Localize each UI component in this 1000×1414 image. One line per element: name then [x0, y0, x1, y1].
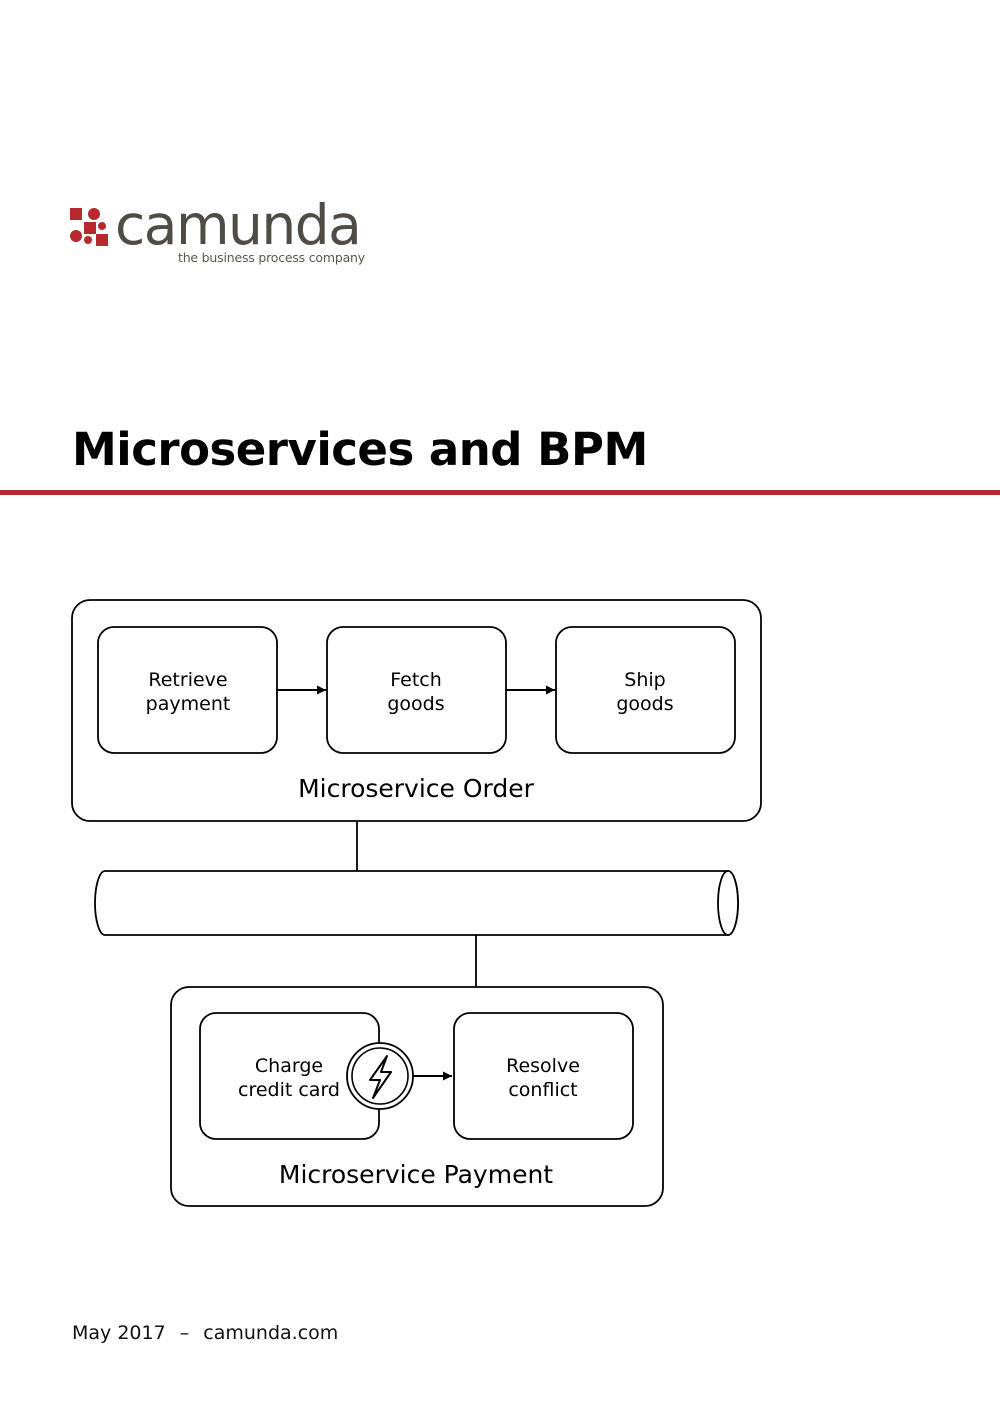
- task-charge-credit-card: Charge credit card: [199, 1012, 380, 1140]
- camunda-logo: camunda the business process company: [70, 193, 370, 270]
- payment-service-container: [170, 986, 664, 1207]
- task-label-line1: Resolve: [506, 1055, 580, 1077]
- task-label-line1: Ship: [624, 669, 665, 691]
- footer-site-link[interactable]: camunda.com: [203, 1322, 339, 1344]
- footer: May 2017 – camunda.com: [72, 1322, 338, 1344]
- task-label-line2: credit card: [238, 1079, 340, 1101]
- task-label-line2: goods: [616, 693, 673, 715]
- task-retrieve-payment: Retrieve payment: [97, 626, 278, 754]
- task-label-line2: goods: [387, 693, 444, 715]
- task-label-line1: Charge: [255, 1055, 323, 1077]
- task-label-line2: payment: [146, 693, 231, 715]
- task-label-line1: Retrieve: [148, 669, 227, 691]
- footer-separator: –: [179, 1322, 190, 1344]
- task-label-line2: conflict: [508, 1079, 577, 1101]
- task-fetch-goods: Fetch goods: [326, 626, 507, 754]
- task-ship-goods: Ship goods: [555, 626, 736, 754]
- document-title: Microservices and BPM: [72, 423, 648, 476]
- task-resolve-conflict: Resolve conflict: [453, 1012, 634, 1140]
- logo-wordmark: camunda: [115, 193, 362, 257]
- footer-date: May 2017: [72, 1322, 166, 1344]
- pipe-cylinder-icon: [94, 870, 739, 936]
- order-service-container: [71, 599, 762, 822]
- logo-tagline: the business process company: [178, 250, 365, 265]
- order-service-label: Microservice Order: [298, 774, 535, 803]
- order-service: Retrieve payment Fetch goods Ship goods …: [71, 599, 762, 822]
- task-label-line1: Fetch: [390, 669, 442, 691]
- payment-service: Charge credit card Resolve conflict Micr…: [170, 986, 664, 1207]
- title-divider: [0, 490, 1000, 495]
- payment-service-label: Microservice Payment: [279, 1160, 553, 1189]
- camunda-logo-mark-icon: [70, 208, 108, 246]
- lightning-bolt-icon: [346, 1042, 414, 1110]
